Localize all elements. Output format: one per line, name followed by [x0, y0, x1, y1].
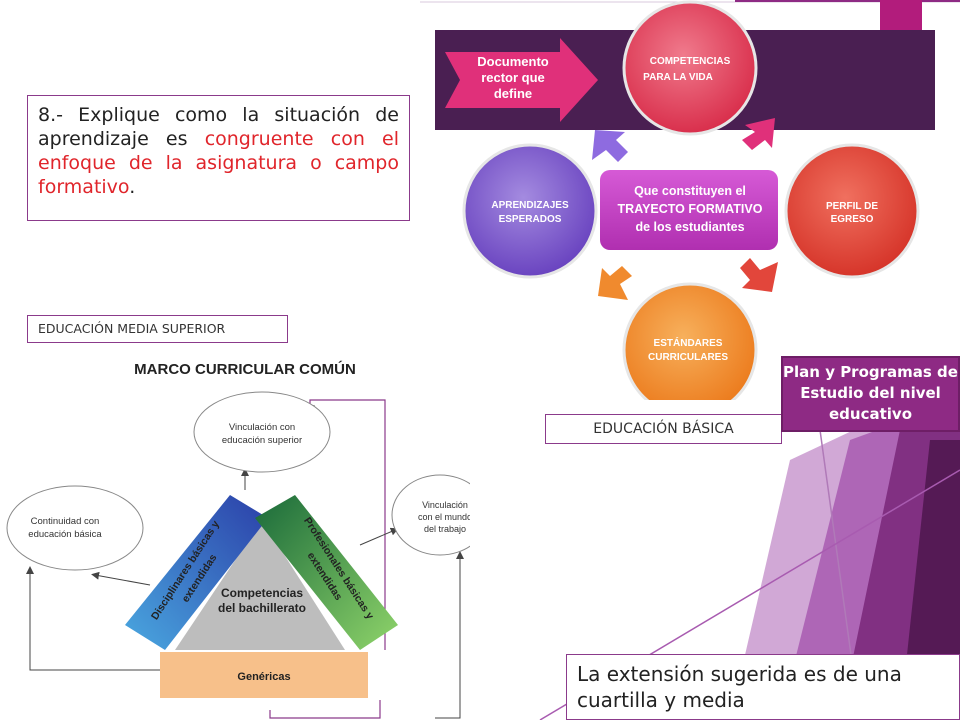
document-arrow: [445, 38, 598, 122]
arrow-label-3: define: [494, 86, 532, 101]
continuidad-text-2: educación básica: [28, 529, 102, 540]
estandares-text-2: CURRICULARES: [648, 352, 728, 363]
band-profesionales: [255, 495, 398, 650]
band-disciplinares: [125, 495, 268, 650]
arrow-comp-to-perfil: [742, 118, 775, 150]
genericas-text: Genéricas: [237, 671, 290, 683]
arrow-label-2: rector que: [481, 70, 545, 85]
circle-perfil: [784, 143, 920, 279]
circle-competencias: [622, 0, 758, 136]
ellipse-vinc-trabajo: [391, 474, 470, 556]
extension-note-box: La extensión sugerida es de una cuartill…: [566, 654, 960, 720]
question-text: 8.- Explique como la situación de aprend…: [38, 104, 399, 150]
circle-estandares: [622, 282, 758, 400]
center-text-1: Que constituyen el: [634, 184, 746, 198]
circle-aprendizajes: [462, 143, 598, 279]
vinc-trabajo-text-2: con el mundo: [418, 512, 470, 522]
eb-label: EDUCACIÓN BÁSICA: [545, 414, 782, 444]
arrow-apr-to-comp: [592, 130, 628, 162]
question-highlight: congruente con el enfoque de la asignatu…: [38, 128, 400, 198]
perfil-text-1: PERFIL DE: [826, 201, 878, 212]
plan-programas-box: Plan y Programas de Estudio del nivel ed…: [781, 356, 960, 432]
continuidad-text-1: Continuidad con: [31, 516, 100, 527]
ellipse-vinc-superior: [193, 391, 331, 473]
center-text-3: de los estudiantes: [635, 220, 744, 234]
triangle-core: [175, 520, 345, 650]
competencias-bach-2: del bachillerato: [218, 601, 306, 615]
question-end: .: [129, 176, 136, 198]
connector-bottom-left: [26, 566, 160, 671]
ellipse-continuidad: [6, 485, 144, 571]
vinc-trabajo-text-3: del trabajo: [424, 524, 466, 534]
basic-education-diagram: Documento rector que define COMPETENCIAS…: [435, 0, 935, 400]
genericas-bar: [160, 652, 368, 698]
connector-bottom-right: [269, 700, 381, 719]
ems-label: EDUCACIÓN MEDIA SUPERIOR: [27, 315, 288, 343]
competencias-text-2: PARA LA VIDA: [643, 72, 713, 83]
connector-genericas-right: [435, 551, 464, 719]
estandares-text-1: ESTÁNDARES: [654, 336, 723, 349]
mcc-diagram: MARCO CURRICULAR COMÚN Vinculación con e…: [6, 360, 470, 719]
perfil-text-2: EGRESO: [831, 214, 874, 225]
center-box: [600, 170, 778, 250]
mcc-title: MARCO CURRICULAR COMÚN: [134, 360, 356, 378]
connector-prof-to-trabajo: [359, 527, 399, 546]
vinc-sup-text-2: educación superior: [222, 435, 302, 446]
competencias-text-1: COMPETENCIAS: [650, 56, 731, 67]
aprendizajes-text-1: APRENDIZAJES: [491, 200, 569, 211]
question-text-box: 8.- Explique como la situación de aprend…: [27, 95, 410, 221]
arrow-est-to-apr: [598, 266, 632, 300]
competencias-bach-1: Competencias: [221, 586, 303, 600]
arrow-perfil-to-est: [740, 258, 778, 292]
vinc-sup-text-1: Vinculación con: [229, 422, 295, 433]
aprendizajes-text-2: ESPERADOS: [499, 214, 562, 225]
connector-disc-to-cont: [91, 571, 151, 586]
vinc-trabajo-text-1: Vinculación: [422, 500, 468, 510]
arrow-label-1: Documento: [477, 54, 549, 69]
center-text-2: TRAYECTO FORMATIVO: [618, 202, 763, 216]
